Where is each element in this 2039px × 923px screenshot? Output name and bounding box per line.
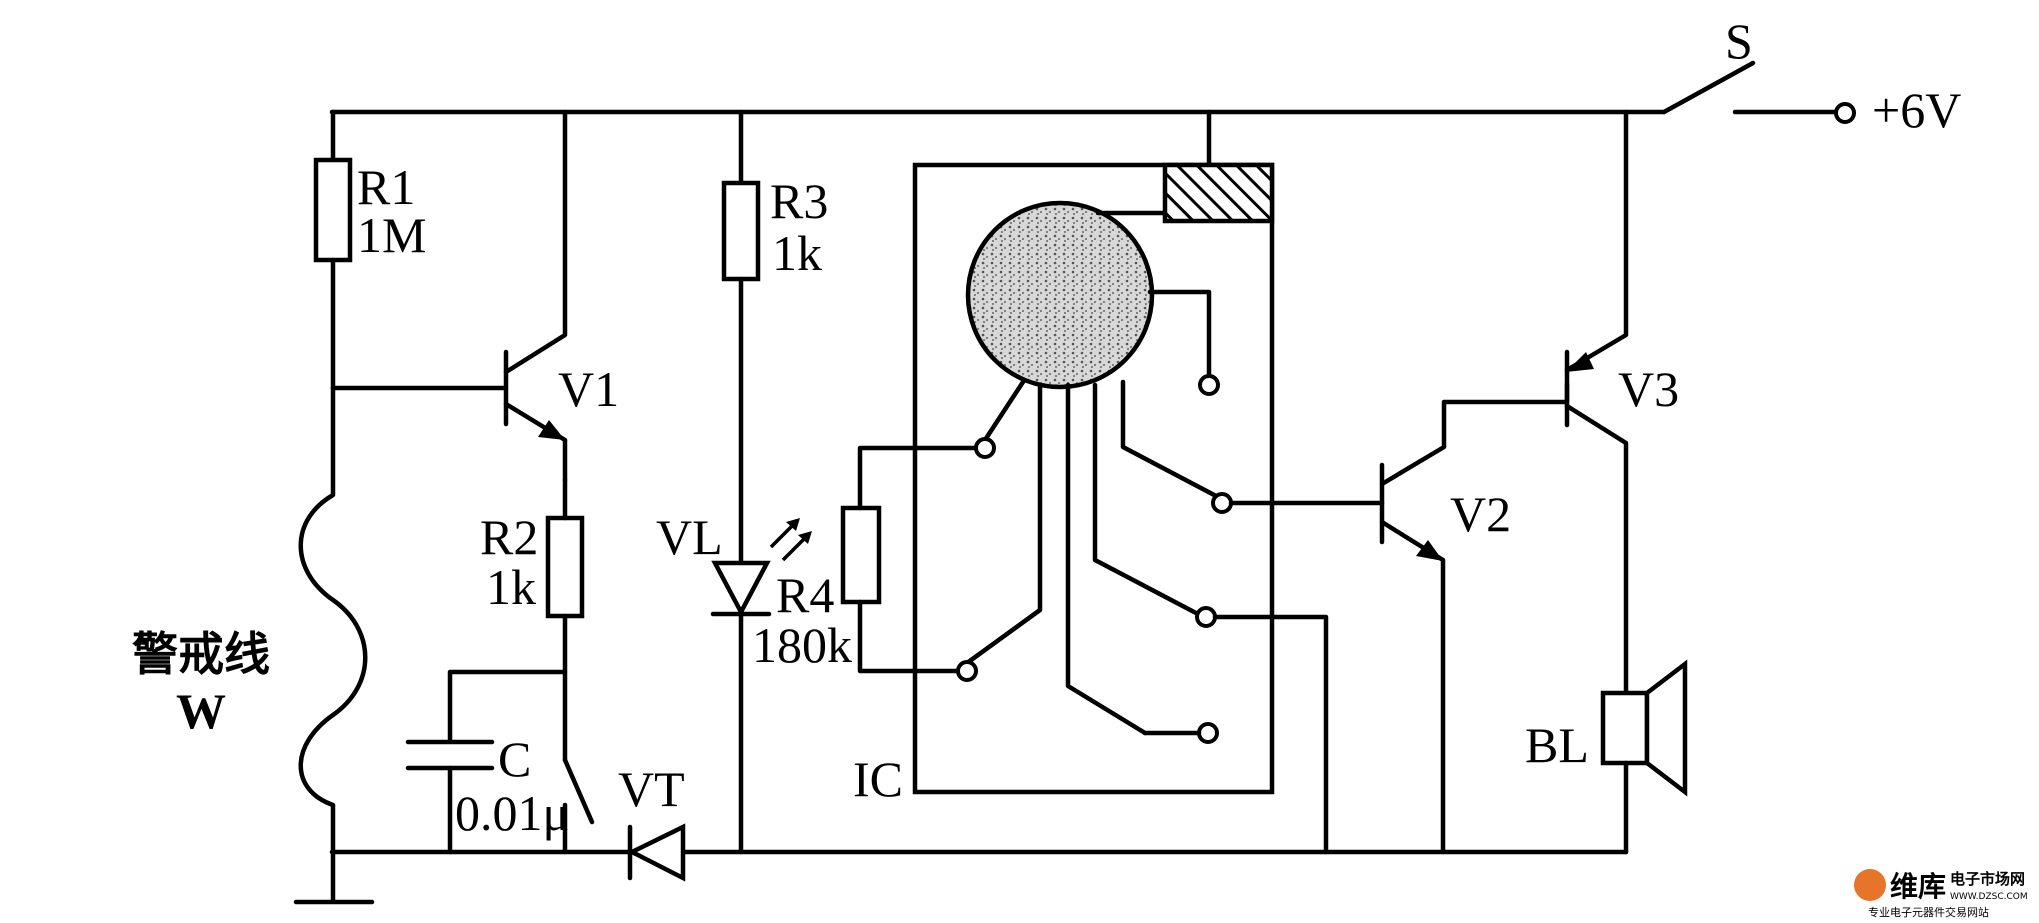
transistor-v2: V2 [1379, 381, 1570, 855]
ground-symbol [293, 849, 375, 905]
r1-value: 1M [357, 207, 426, 263]
vt-label: VT [618, 761, 685, 817]
switch-s: S [1661, 13, 1756, 115]
guard-wire-w: 警戒线 W [132, 385, 368, 855]
c-value: 0.01μ [455, 785, 569, 841]
diode-vt: VT [618, 761, 686, 882]
watermark-logo-icon [1854, 869, 1886, 901]
ic-label: IC [853, 751, 903, 807]
switch-s-label: S [1725, 13, 1753, 69]
watermark-url: WWW.DZSC.COM [1950, 892, 2028, 902]
v1-emitter-contact [562, 757, 595, 825]
r4-value: 180k [752, 617, 852, 673]
bl-label: BL [1525, 717, 1589, 773]
v1-label: V1 [558, 361, 619, 417]
c-name: C [498, 731, 531, 787]
resistor-r4: R4 180k [752, 445, 988, 674]
r1-name: R1 [357, 159, 415, 215]
r2-value: 1k [486, 559, 536, 615]
transistor-v3: V3 [1564, 109, 1679, 696]
led-vl: VL [656, 509, 812, 855]
r3-name: R3 [770, 173, 828, 229]
watermark-tagline: 电子市场网 [1950, 870, 2025, 888]
resistor-r3: R3 1k [721, 109, 828, 566]
guard-wire-name: W [176, 683, 226, 739]
supply-label: +6V [1872, 82, 1961, 138]
resistor-r2: R2 1k [480, 477, 585, 763]
transistor-v1: V1 [503, 109, 619, 483]
guard-wire-label: 警戒线 [132, 627, 270, 681]
watermark-subtitle: 专业电子元器件交易网站 [1868, 905, 1989, 919]
vl-label: VL [656, 509, 723, 565]
r3-value: 1k [772, 225, 822, 281]
r4-name: R4 [776, 567, 834, 623]
watermark: 维库 电子市场网 WWW.DZSC.COM 专业电子元器件交易网站 [1854, 869, 2028, 919]
v3-label: V3 [1618, 361, 1679, 417]
watermark-brand: 维库 [1890, 870, 1946, 903]
r2-name: R2 [480, 509, 538, 565]
v2-label: V2 [1450, 486, 1511, 542]
supply-terminal: +6V [1834, 82, 1961, 138]
ic-module: IC [853, 109, 1385, 855]
resistor-r1: R1 1M [313, 109, 426, 391]
capacitor-c: C 0.01μ [405, 669, 569, 855]
speaker-bl: BL [1525, 659, 1688, 855]
